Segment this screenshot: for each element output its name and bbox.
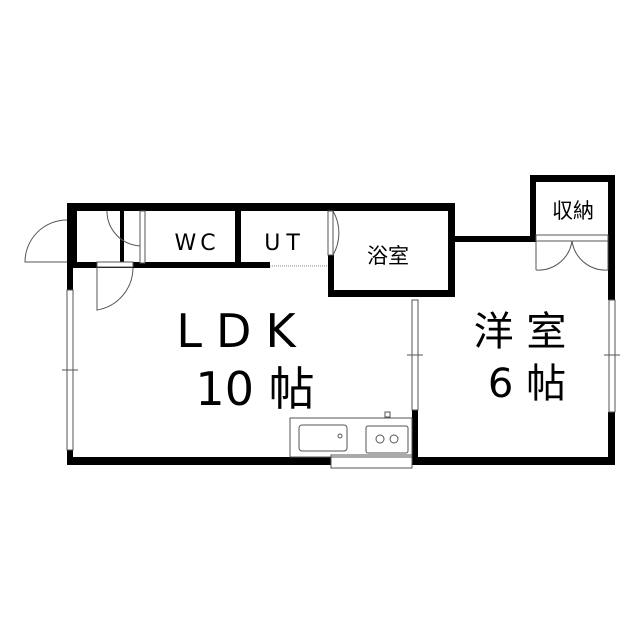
partition-wall-lower	[412, 410, 418, 465]
ldk-door-frame	[96, 261, 134, 268]
stove-icon	[365, 425, 409, 454]
storage-top-wall	[530, 175, 615, 182]
western-name-label: 洋 室	[474, 309, 567, 355]
bottom-wall-right	[412, 457, 615, 465]
bath-left-wall	[328, 255, 334, 297]
left-wall-upper	[67, 203, 73, 263]
wc-bottom-wall	[73, 262, 270, 268]
wc-ut-wall	[235, 211, 241, 266]
storage-left-wall	[530, 175, 536, 242]
storage-label: 収納	[552, 199, 594, 223]
entrance-wall	[73, 211, 77, 263]
kitchen-counter	[289, 417, 413, 458]
wc-left-wall	[120, 211, 124, 266]
sink-icon	[298, 424, 348, 452]
ut-label: UT	[264, 231, 306, 256]
bath-bottom-wall	[328, 290, 455, 297]
right-wall-upper	[608, 175, 615, 300]
wc-door-icon[interactable]	[106, 210, 143, 247]
kitchen-window	[330, 454, 413, 469]
right-wall-lower	[608, 412, 615, 465]
ldk-door-icon[interactable]	[96, 267, 134, 311]
storage-door-icon[interactable]	[535, 240, 609, 271]
western-top-wall	[455, 236, 535, 242]
left-wall-mid	[67, 262, 73, 290]
faucet-icon	[337, 433, 343, 439]
bath-label: 浴室	[367, 244, 409, 268]
western-size-label: 6 帖	[488, 361, 566, 407]
bath-right-wall	[448, 203, 455, 297]
bath-door-icon[interactable]	[332, 210, 340, 256]
entrance-door-icon[interactable]	[24, 219, 68, 263]
western-window	[608, 299, 616, 413]
fixtures	[24, 210, 620, 469]
wc-label: WC	[174, 231, 219, 256]
burner-left-icon	[375, 434, 385, 444]
storage-door-frame	[535, 234, 609, 242]
bath-door-frame	[327, 210, 334, 256]
bottom-wall-left	[67, 457, 331, 465]
top-wall	[67, 203, 455, 211]
ldk-size-label: 10 帖	[195, 362, 314, 416]
wc-door-frame	[139, 210, 146, 264]
outlet-icon	[384, 411, 391, 418]
burner-right-icon	[389, 434, 399, 444]
ldk-name-label: LDK	[176, 304, 309, 358]
walls	[67, 175, 615, 465]
